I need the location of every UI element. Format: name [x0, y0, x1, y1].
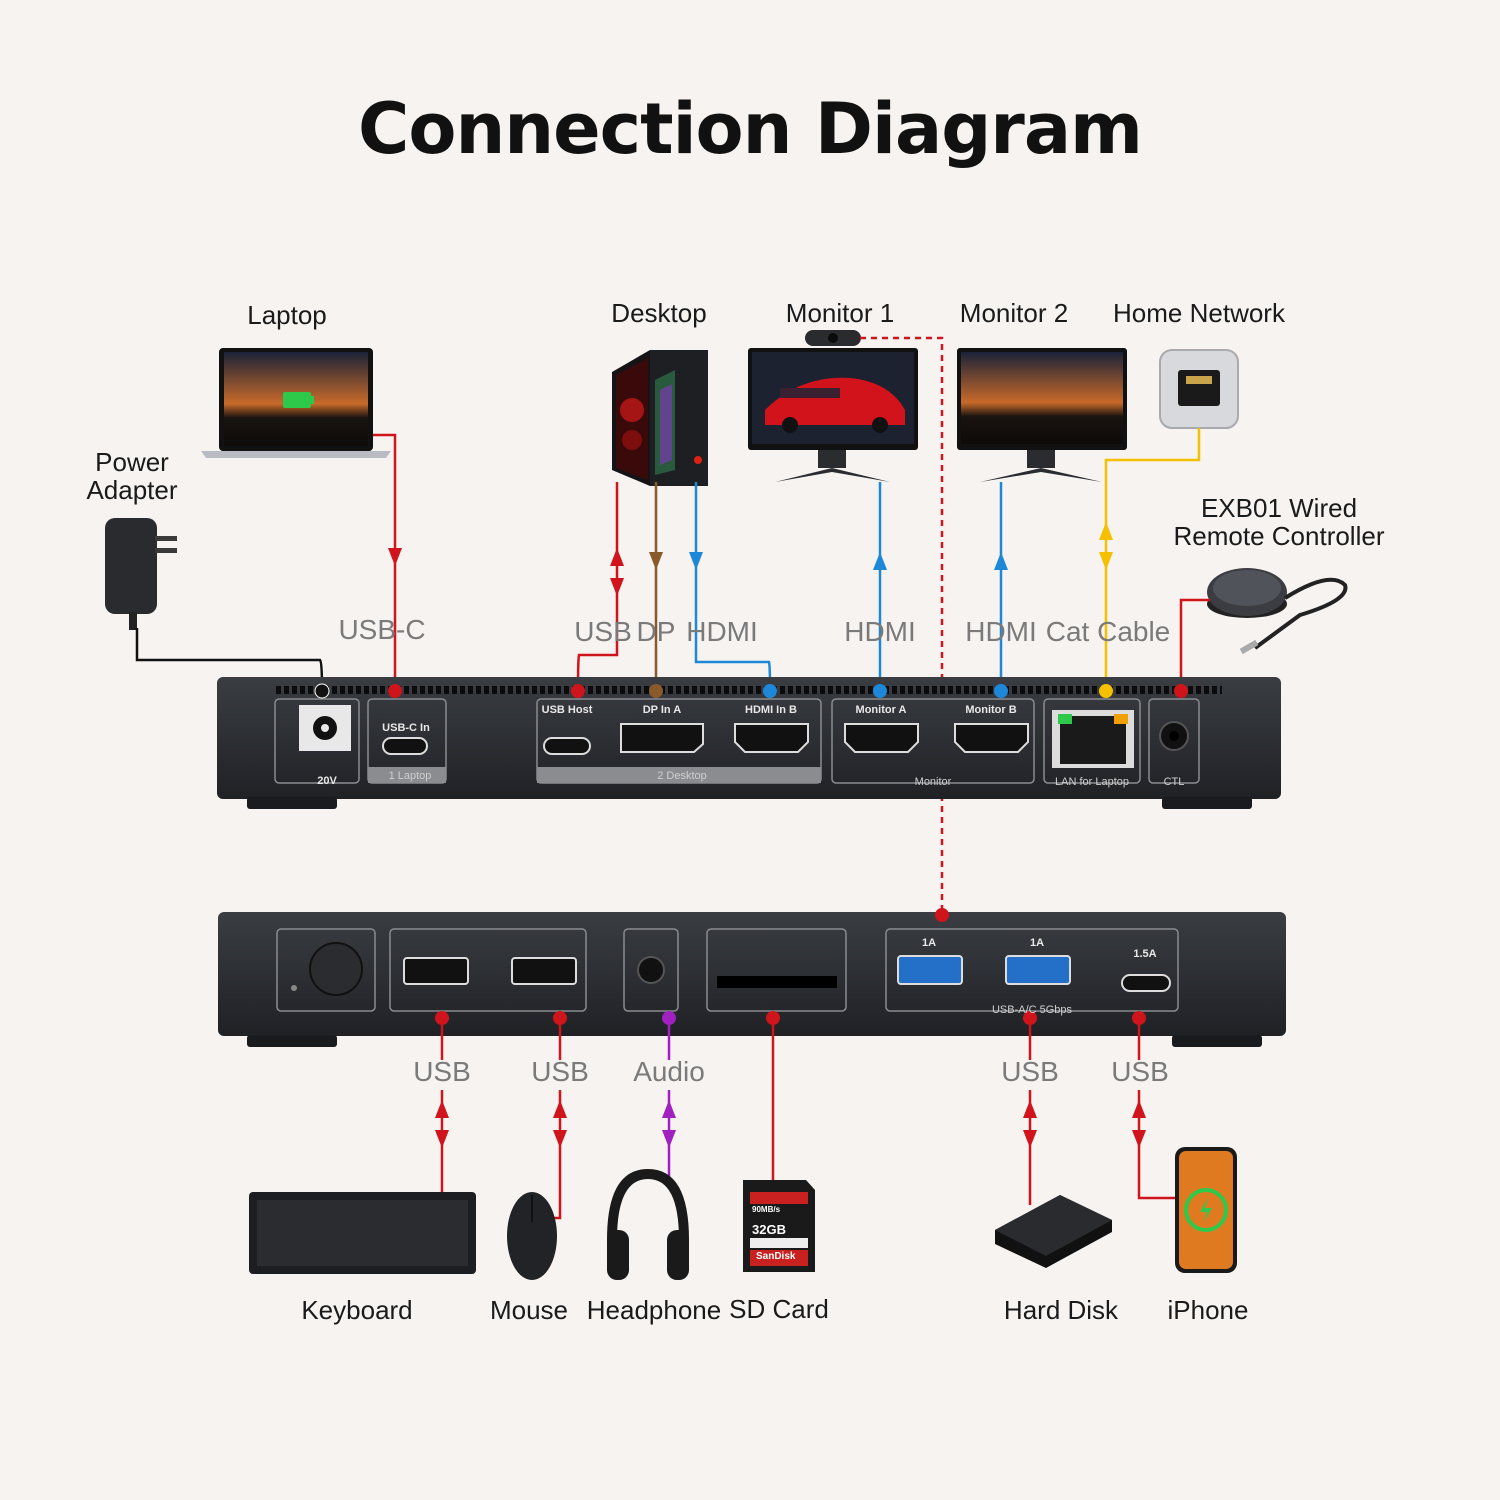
sd-card-brand: SanDisk: [756, 1251, 796, 1262]
cable-label-hdmi-monitor2: HDMI: [965, 616, 1037, 647]
cable-label-usb-iphone: USB: [1111, 1056, 1169, 1087]
label-monitor2: Monitor 2: [959, 298, 1069, 328]
label-mouse: Mouse: [489, 1295, 569, 1325]
cable-label-dp: DP: [636, 616, 676, 647]
desktop-tower-image: [612, 350, 708, 486]
label-headphone: Headphone: [586, 1295, 722, 1325]
network-jack-image: [1159, 349, 1239, 429]
hard-disk-image: [995, 1195, 1112, 1268]
port-label-20v: 20V: [317, 775, 337, 787]
sd-card-image: [743, 1180, 815, 1272]
cable-label-hdmi-desktop: HDMI: [686, 616, 758, 647]
cable-label-usb-disk: USB: [1001, 1056, 1059, 1087]
label-sd-card: SD Card: [729, 1294, 829, 1324]
headphone-image: [607, 1168, 689, 1280]
monitor1-image: [748, 330, 918, 482]
label-remote-controller: EXB01 Wired Remote Controller: [1173, 493, 1385, 551]
port-label-monitor-b: Monitor B: [965, 704, 1017, 716]
label-iphone: iPhone: [1167, 1295, 1249, 1325]
cable-desktop-hdmi: [694, 482, 772, 691]
port-label-usbc-in: USB-C In: [382, 722, 430, 734]
cable-label-cat: Cat Cable: [1045, 616, 1171, 647]
label-keyboard: Keyboard: [301, 1295, 413, 1325]
port-label-monitor-a: Monitor A: [855, 704, 907, 716]
port-label-usb-host: USB Host: [541, 704, 593, 716]
cable-desktop-usb: [576, 482, 619, 691]
label-home-network: Home Network: [1113, 298, 1285, 328]
port-group-monitor: Monitor: [914, 776, 952, 788]
iphone-image: [1175, 1147, 1237, 1273]
cable-label-hdmi-monitor1: HDMI: [844, 616, 916, 647]
port-label-usba2-rating: 1A: [1029, 937, 1045, 949]
bottom-arrows: [435, 1100, 1146, 1148]
label-desktop: Desktop: [611, 298, 707, 328]
arrow-laptop: [388, 548, 402, 566]
cable-label-usb-keyboard: USB: [413, 1056, 471, 1087]
label-monitor1: Monitor 1: [785, 298, 895, 328]
label-hard-disk: Hard Disk: [1003, 1295, 1119, 1325]
port-group-usb-5gbps: USB-A/C 5Gbps: [991, 1004, 1073, 1016]
cable-label-usb-mouse: USB: [531, 1056, 589, 1087]
port-label-usba1-rating: 1A: [921, 937, 937, 949]
dock-front-panel: [218, 908, 1286, 1047]
port-label-dp-in: DP In A: [642, 704, 682, 716]
cable-label-audio: Audio: [633, 1056, 705, 1087]
page-title: Connection Diagram: [358, 88, 1143, 170]
port-group-laptop: 1 Laptop: [388, 770, 432, 782]
cable-remote: [1179, 598, 1210, 690]
monitor2-image: [957, 348, 1127, 482]
port-label-usbc-rating: 1.5A: [1133, 948, 1157, 960]
cable-label-usb: USB: [574, 616, 632, 647]
sd-card-capacity: 32GB: [752, 1222, 786, 1237]
port-label-lan: LAN for Laptop: [1055, 776, 1129, 788]
port-label-ctl: CTL: [1163, 776, 1185, 788]
port-group-desktop: 2 Desktop: [657, 770, 707, 782]
keyboard-image: [249, 1192, 476, 1274]
cable-laptop-usbc: [373, 433, 397, 690]
port-label-hdmi-in: HDMI In B: [745, 704, 797, 716]
power-adapter-image: [105, 518, 177, 630]
laptop-image: [201, 348, 391, 458]
cable-label-usbc: USB-C: [338, 614, 426, 645]
mouse-image: [507, 1192, 557, 1280]
dock-rear-panel: [217, 677, 1281, 809]
label-laptop: Laptop: [247, 300, 327, 330]
label-power-adapter: Power Adapter: [86, 447, 178, 505]
cable-network-cat: [1104, 428, 1201, 690]
remote-controller-image: [1207, 568, 1348, 655]
sd-card-speed: 90MB/s: [752, 1205, 781, 1214]
